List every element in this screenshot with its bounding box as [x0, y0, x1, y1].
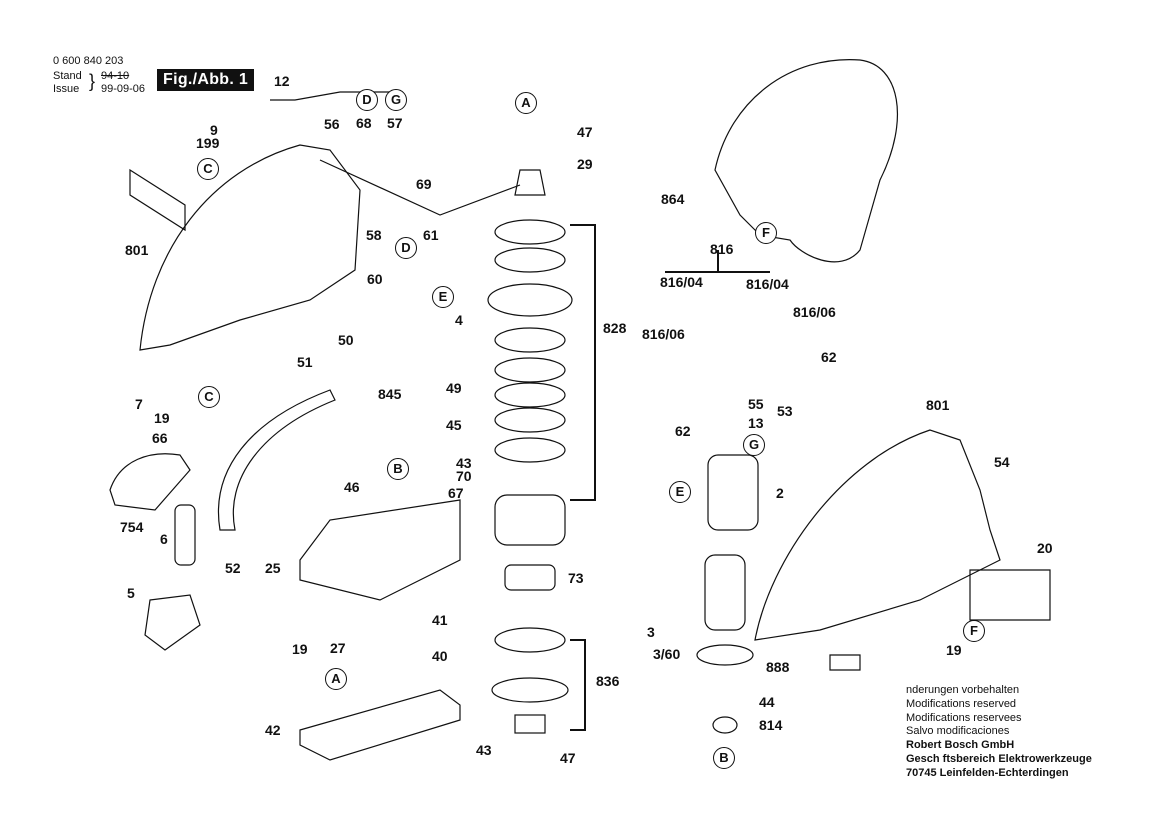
- part-label: 816/06: [642, 326, 685, 342]
- part-label: 19: [154, 410, 170, 426]
- part-label: 9: [210, 122, 218, 138]
- part-label: 56: [324, 116, 340, 132]
- part-label: 864: [661, 191, 685, 207]
- part-label: 41: [432, 612, 448, 628]
- part-label: 12: [274, 73, 290, 89]
- part-label: 19: [292, 641, 308, 657]
- reference-circle-d: D: [395, 237, 417, 259]
- reference-circle-a: A: [515, 92, 537, 114]
- reference-circle-b: B: [387, 458, 409, 480]
- part-label: 47: [560, 750, 576, 766]
- stand-value: 94-10: [101, 70, 130, 82]
- part-label: 816/06: [793, 304, 836, 320]
- part-label: 73: [568, 570, 584, 586]
- reference-circle-c: C: [198, 386, 220, 408]
- part-label: 4: [455, 312, 463, 328]
- part-label: 20: [1037, 540, 1053, 556]
- part-label: 29: [577, 156, 593, 172]
- part-label: 27: [330, 640, 346, 656]
- part-label: 44: [759, 694, 775, 710]
- part-label: 55: [748, 396, 764, 412]
- part-label: 25: [265, 560, 281, 576]
- part-label: 70: [456, 468, 472, 484]
- part-label: 47: [577, 124, 593, 140]
- part-label: 43: [476, 742, 492, 758]
- part-label: 68: [356, 115, 372, 131]
- part-label: 801: [926, 397, 950, 413]
- stand-label: Stand: [53, 70, 82, 82]
- part-label: 49: [446, 380, 462, 396]
- brace: }: [89, 71, 96, 91]
- part-label: 836: [596, 673, 620, 689]
- part-label: 42: [265, 722, 281, 738]
- part-label: 816/04: [746, 276, 789, 292]
- part-label: 61: [423, 227, 439, 243]
- part-label: 5: [127, 585, 135, 601]
- reference-circle-g: G: [385, 89, 407, 111]
- footer-line: Modifications reservees: [906, 711, 1022, 724]
- document-number: 0 600 840 203: [53, 55, 124, 67]
- reference-circle-d: D: [356, 89, 378, 111]
- reference-circle-e: E: [432, 286, 454, 308]
- part-label: 50: [338, 332, 354, 348]
- part-label: 13: [748, 415, 764, 431]
- part-label: 754: [120, 519, 144, 535]
- part-label: 67: [448, 485, 464, 501]
- part-label: 43: [456, 455, 472, 471]
- footer-line: Salvo modificaciones: [906, 725, 1010, 738]
- part-label: 845: [378, 386, 402, 402]
- reference-circle-f: F: [755, 222, 777, 244]
- part-label: 57: [387, 115, 403, 131]
- part-label: 816/04: [660, 274, 703, 290]
- part-label: 54: [994, 454, 1010, 470]
- reference-circle-b: B: [713, 747, 735, 769]
- figure-label: Fig./Abb. 1: [157, 69, 255, 91]
- part-label: 62: [821, 349, 837, 365]
- part-label: 3/60: [653, 646, 681, 662]
- part-label: 62: [675, 423, 691, 439]
- part-label: 69: [416, 176, 432, 192]
- part-label: 3: [647, 624, 655, 640]
- issue-value: 99-09-06: [101, 83, 146, 95]
- reference-circle-e: E: [669, 481, 691, 503]
- reference-circle-g: G: [743, 434, 765, 456]
- part-label: 53: [777, 403, 793, 419]
- issue-label: Issue: [53, 83, 80, 95]
- part-label: 6: [160, 531, 168, 547]
- part-label: 19: [946, 642, 962, 658]
- company-name: Robert Bosch GmbH: [906, 739, 1015, 752]
- part-label: 801: [125, 242, 149, 258]
- reference-circle-a: A: [325, 668, 347, 690]
- part-label: 199: [196, 135, 220, 151]
- part-label: 51: [297, 354, 313, 370]
- part-label: 60: [367, 271, 383, 287]
- footer-line: nderungen vorbehalten: [906, 684, 1020, 696]
- company-division: Gesch ftsbereich Elektrowerkzeuge: [906, 752, 1092, 765]
- reference-circle-c: C: [197, 158, 219, 180]
- part-label: 66: [152, 430, 168, 446]
- part-label: 814: [759, 717, 783, 733]
- part-label: 58: [366, 227, 382, 243]
- part-label: 828: [603, 320, 627, 336]
- footer-line: Modifications reserved: [906, 697, 1017, 710]
- part-label: 40: [432, 648, 448, 664]
- part-label: 45: [446, 417, 462, 433]
- footer-notice: nderungen vorbehalten Modifications rese…: [906, 684, 1092, 781]
- housing-left: [139, 144, 361, 351]
- part-label: 46: [344, 479, 360, 495]
- reference-circle-f: F: [963, 620, 985, 642]
- part-label: 816: [710, 241, 734, 257]
- part-label: 7: [135, 396, 143, 412]
- part-label: 2: [776, 485, 784, 501]
- company-address: 70745 Leinfelden-Echterdingen: [906, 766, 1069, 779]
- part-label: 888: [766, 659, 790, 675]
- part-label: 52: [225, 560, 241, 576]
